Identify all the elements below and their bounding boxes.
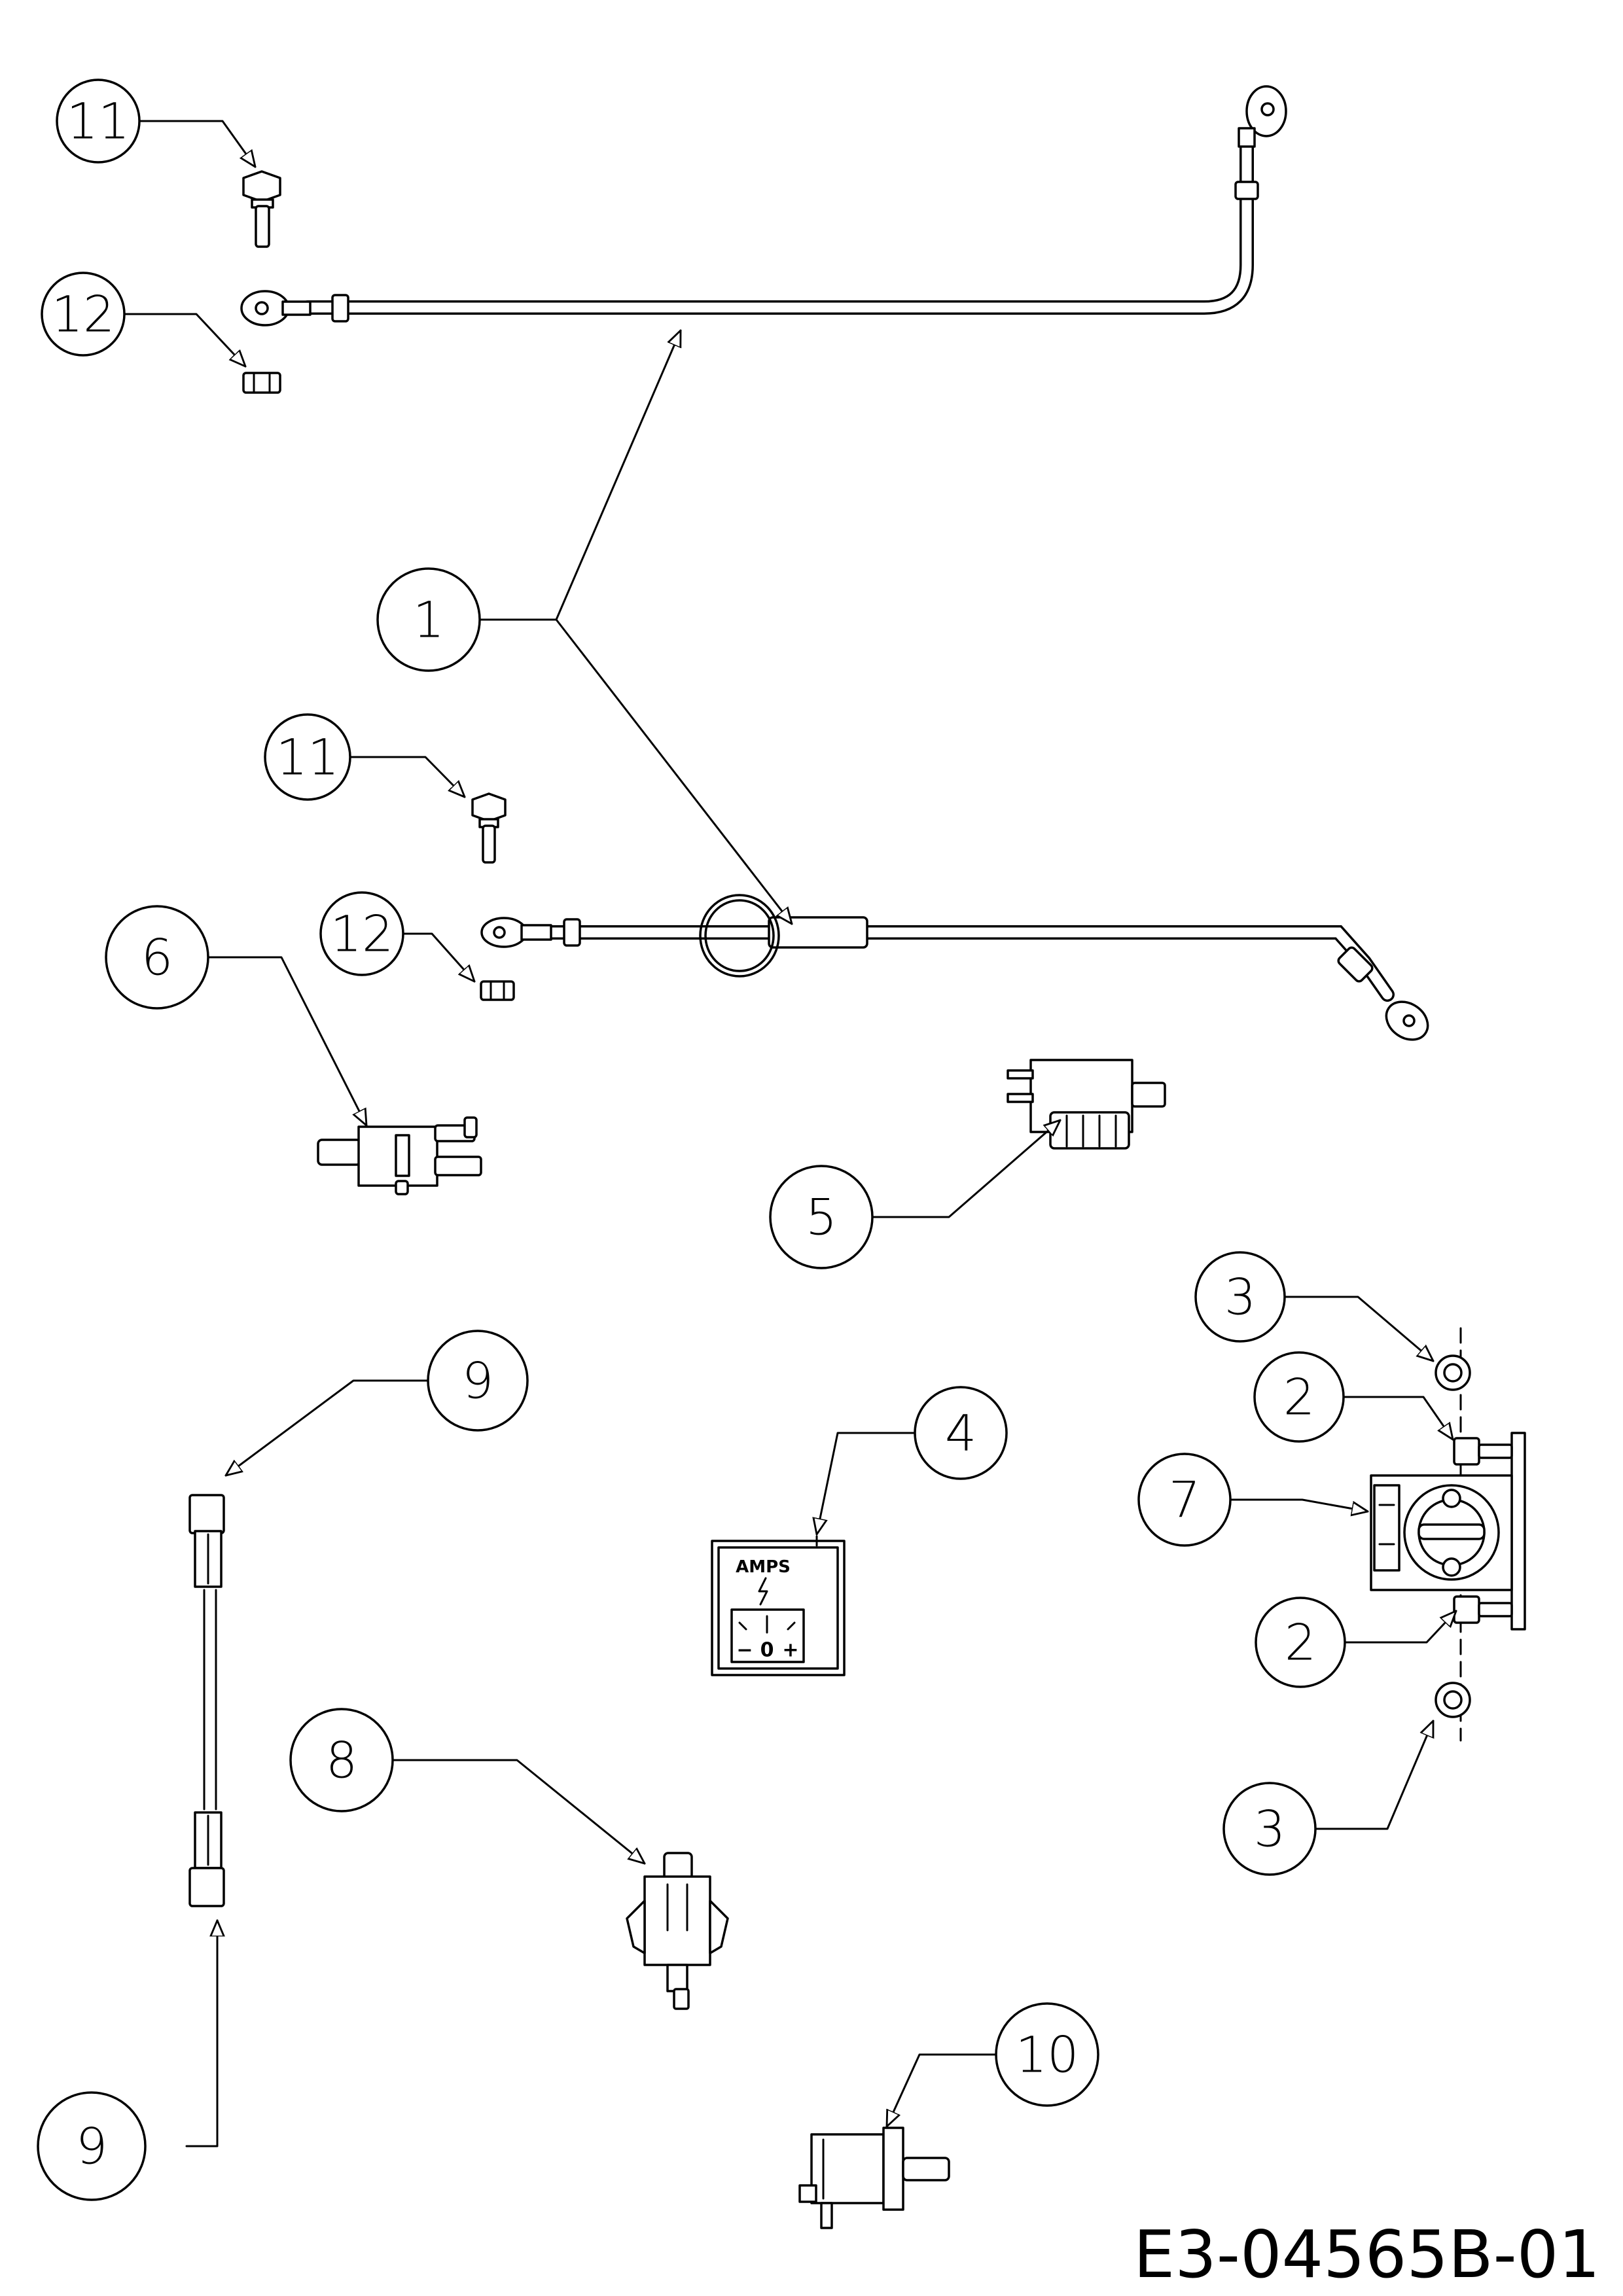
callout-label: 12 [330, 905, 394, 963]
callout-label: 9 [76, 2117, 107, 2176]
drawing-code: E3-04565B-01 [1133, 2216, 1600, 2293]
push-switch [798, 2127, 950, 2229]
callout-label: 2 [1283, 1368, 1315, 1426]
bolt-lower [471, 792, 507, 864]
lightning-icon [758, 1577, 768, 1606]
callout-label: 12 [52, 285, 115, 344]
callout-label: 5 [806, 1188, 837, 1246]
callout-7: 7 [1137, 1453, 1232, 1547]
callout-label: 9 [462, 1352, 493, 1410]
relay [1007, 1059, 1166, 1150]
callout-10: 10 [995, 2002, 1099, 2107]
callout-label: 1 [413, 591, 444, 649]
leader-lines [123, 120, 1457, 2147]
battery-cable-upper [240, 85, 1287, 327]
ammeter-minus: − [736, 1639, 753, 1662]
jumper-wire [188, 1494, 225, 1907]
callout-2-upper: 2 [1253, 1351, 1345, 1443]
callout-4: 4 [914, 1386, 1008, 1480]
battery-cable-lower [480, 894, 1429, 1041]
callout-9-lower: 9 [37, 2091, 147, 2201]
connector-plug [317, 1116, 482, 1195]
nut-lower [480, 980, 515, 1001]
callout-12-upper: 12 [41, 272, 126, 357]
callout-label: 11 [276, 728, 340, 786]
callout-11-upper: 11 [56, 79, 141, 164]
callout-11-lower: 11 [264, 713, 351, 801]
callout-3-lower: 3 [1222, 1782, 1317, 1876]
callout-label: 7 [1169, 1471, 1200, 1529]
bolt-upper [242, 170, 281, 248]
callout-label: 10 [1016, 2026, 1079, 2084]
callout-1: 1 [376, 567, 481, 672]
plunger-switch [626, 1852, 729, 2010]
callout-12-lower: 12 [319, 891, 404, 976]
ammeter-plus: + [782, 1639, 798, 1662]
ammeter-gauge: AMPS − 0 + [711, 1535, 846, 1676]
callout-6: 6 [105, 905, 209, 1010]
solenoid [1370, 1327, 1526, 1742]
callout-5: 5 [769, 1165, 874, 1269]
callout-label: 8 [326, 1731, 357, 1790]
callout-label: 3 [1224, 1268, 1256, 1326]
callout-2-lower: 2 [1255, 1597, 1346, 1688]
callout-label: 6 [141, 928, 173, 987]
callout-9-upper: 9 [427, 1330, 529, 1432]
callout-label: 11 [67, 92, 130, 150]
callout-label: 3 [1254, 1800, 1285, 1858]
callout-label: 2 [1285, 1614, 1316, 1672]
ammeter-label: AMPS [736, 1557, 791, 1577]
callout-8: 8 [289, 1708, 394, 1812]
callout-3-upper: 3 [1194, 1251, 1286, 1343]
ammeter-zero: 0 [760, 1639, 774, 1662]
nut-upper [242, 372, 281, 394]
callout-label: 4 [945, 1404, 976, 1462]
